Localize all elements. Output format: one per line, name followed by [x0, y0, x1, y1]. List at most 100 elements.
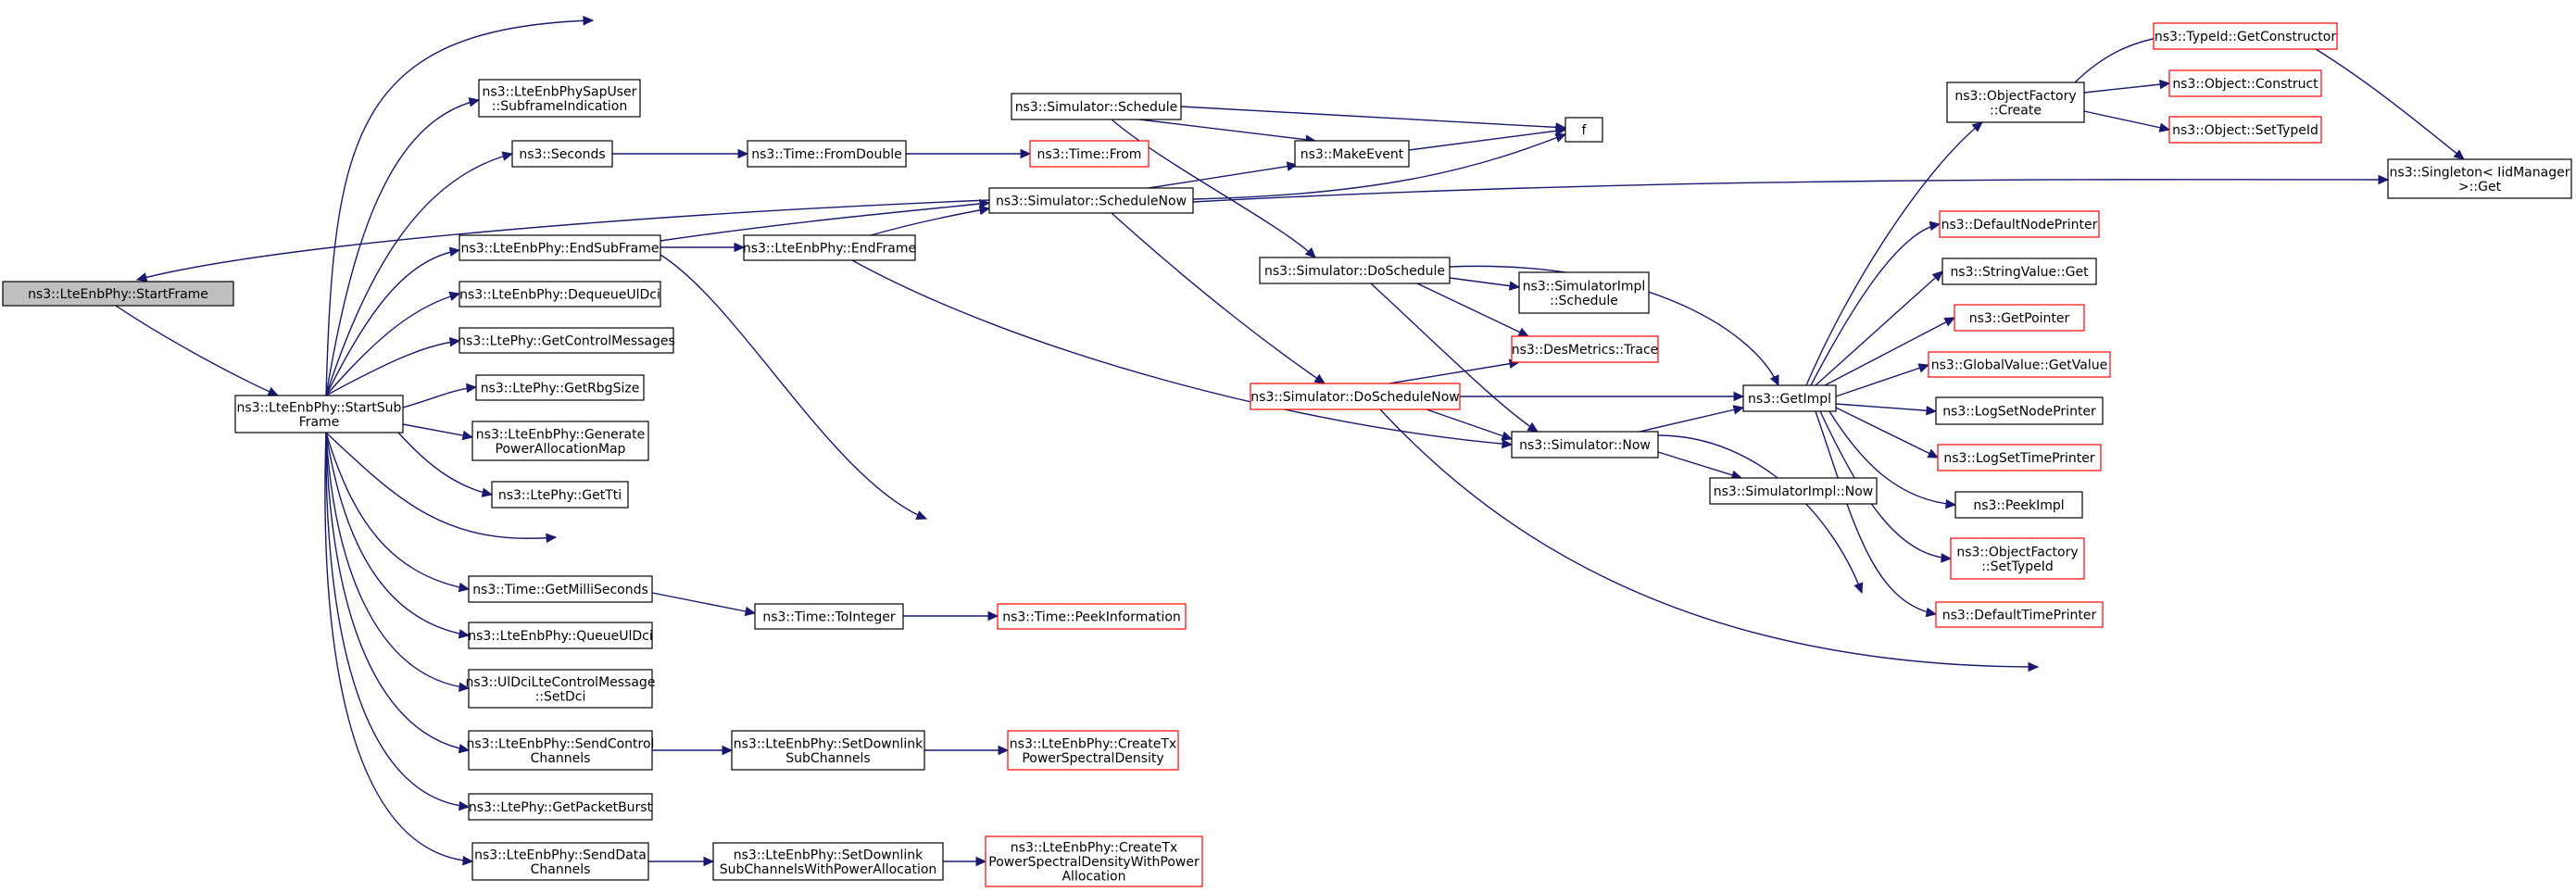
node-doschedulenow[interactable]: ns3::Simulator::DoScheduleNow	[1250, 383, 1461, 410]
edge-ss-genpow	[402, 423, 473, 438]
node-objectfactorycreate[interactable]: ns3::ObjectFactory::Create	[1946, 82, 2085, 123]
edge-arrowhead	[459, 800, 471, 811]
edge-arrowhead	[468, 97, 481, 107]
node-getconstructor[interactable]: ns3::TypeId::GetConstructor	[2153, 22, 2338, 50]
node-schedulenow[interactable]: ns3::Simulator::ScheduleNow	[988, 187, 1194, 214]
node-desmetricstrace[interactable]: ns3::DesMetrics::Trace	[1511, 335, 1659, 363]
node-generatepower[interactable]: ns3::LteEnbPhy::GeneratePowerAllocationM…	[471, 421, 649, 461]
node-getcontrolmessages[interactable]: ns3::LtePhy::GetControlMessages	[458, 327, 675, 354]
node-box	[997, 603, 1187, 630]
edge-gi-peek	[1828, 410, 1956, 506]
node-getpacketburst[interactable]: ns3::LtePhy::GetPacketBurst	[468, 793, 653, 821]
edge-ss-schedule	[325, 19, 594, 396]
node-box	[468, 793, 653, 821]
node-objectconstruct[interactable]: ns3::Object::Construct	[2168, 69, 2322, 97]
node-makeevent[interactable]: ns3::MakeEvent	[1294, 140, 1410, 168]
node-box	[1946, 82, 2085, 123]
edge-arrowhead	[1926, 405, 1938, 416]
node-queueuldci[interactable]: ns3::LteEnbPhy::QueueUlDci	[468, 622, 653, 649]
node-gettti[interactable]: ns3::LtePhy::GetTti	[491, 481, 629, 509]
edge-ss-burst	[325, 432, 470, 808]
node-setdci[interactable]: ns3::UlDciLteControlMessage::SetDci	[466, 669, 656, 709]
node-setdownlinkpower[interactable]: ns3::LteEnbPhy::SetDownlinkSubChannelsWi…	[712, 842, 944, 881]
node-label: ns3::Seconds	[519, 147, 605, 162]
node-objectfactorysettypeid[interactable]: ns3::ObjectFactory::SetTypeId	[1950, 537, 2085, 580]
edge-arrowhead	[458, 682, 471, 692]
node-logsetnodeprinter[interactable]: ns3::LogSetNodePrinter	[1935, 396, 2104, 425]
node-label: ns3::LteEnbPhy::EndSubFrame	[461, 242, 660, 257]
node-logsettimeprinter[interactable]: ns3::LogSetTimePrinter	[1937, 444, 2102, 471]
node-createtxpsdpower[interactable]: ns3::LteEnbPhy::CreateTxPowerSpectralDen…	[985, 835, 1203, 887]
node-label: Frame	[299, 415, 340, 430]
node-box	[1511, 431, 1659, 459]
node-label: ns3::LteEnbPhy::CreateTx	[1011, 841, 1177, 856]
node-getimpl[interactable]: ns3::GetImpl	[1742, 384, 1837, 412]
edge-arrowhead	[1527, 421, 1539, 433]
node-getmilliseconds[interactable]: ns3::Time::GetMilliSeconds	[468, 575, 653, 603]
node-objectsettypeid[interactable]: ns3::Object::SetTypeId	[2168, 116, 2322, 144]
node-label: ns3::Time::PeekInformation	[1002, 610, 1181, 625]
edge-arrowhead	[987, 610, 999, 622]
edge-arrowhead	[583, 16, 595, 26]
node-singletonget[interactable]: ns3::Singleton< IidManager >::Get	[2387, 158, 2572, 199]
node-peekinformation[interactable]: ns3::Time::PeekInformation	[997, 603, 1187, 630]
edge-arrowhead	[737, 148, 749, 159]
edge-arrowhead	[1554, 132, 1567, 143]
edge-ss-getctrl	[325, 340, 460, 396]
edge-arrowhead	[1943, 317, 1956, 327]
node-box	[985, 835, 1203, 887]
node-box	[2168, 69, 2322, 97]
node-getrbgsize[interactable]: ns3::LtePhy::GetRbgSize	[475, 374, 645, 401]
node-defaulttimeprinter[interactable]: ns3::DefaultTimePrinter	[1935, 601, 2104, 628]
edge-gi-lnp	[1835, 403, 1937, 412]
edge-sn-f	[1192, 133, 1566, 200]
node-label: >::Get	[2458, 180, 2502, 195]
node-label: ns3::DefaultTimePrinter	[1942, 609, 2097, 623]
node-box	[2168, 116, 2322, 144]
node-endsubframe[interactable]: ns3::LteEnbPhy::EndSubFrame	[459, 234, 661, 261]
edge-arrowhead	[458, 629, 471, 639]
node-simimplnow[interactable]: ns3::SimulatorImpl::Now	[1709, 477, 1878, 505]
node-label: ::SubframeIndication	[492, 99, 627, 114]
node-label: ns3::ObjectFactory	[1954, 89, 2076, 104]
node-label: ns3::Simulator::Now	[1519, 438, 1651, 453]
node-globalvaluegetvalue[interactable]: ns3::GlobalValue::GetValue	[1928, 351, 2111, 378]
node-endframe[interactable]: ns3::LteEnbPhy::EndFrame	[743, 234, 916, 261]
node-peekimpl[interactable]: ns3::PeekImpl	[1954, 491, 2083, 519]
node-label: ::Schedule	[1550, 294, 1618, 308]
node-simimplschedule[interactable]: ns3::SimulatorImpl::Schedule	[1518, 271, 1650, 314]
node-schedule[interactable]: ns3::Simulator::Schedule	[1011, 93, 1182, 120]
edge-ss-now	[325, 432, 557, 539]
node-box	[1950, 537, 2085, 580]
edge-arrowhead	[1925, 607, 1938, 618]
node-f[interactable]: f	[1564, 117, 1603, 143]
edge-gi-dnp	[1810, 223, 1941, 386]
node-fromdouble[interactable]: ns3::Time::FromDouble	[747, 140, 907, 168]
node-label: ns3::LteEnbPhy::DequeueUlDci	[459, 288, 660, 303]
node-stringvalueget[interactable]: ns3::StringValue::Get	[1941, 258, 2097, 285]
edge-dsn-singleton	[1379, 408, 2039, 668]
node-timefrom[interactable]: ns3::Time::From	[1029, 140, 1150, 168]
node-doschedule[interactable]: ns3::Simulator::DoSchedule	[1259, 257, 1451, 284]
node-label: Allocation	[1062, 870, 1125, 885]
edge-arrowhead	[979, 198, 991, 209]
node-box	[1928, 351, 2111, 378]
edge-now-getimpl	[1639, 407, 1744, 433]
node-sapuser[interactable]: ns3::LteEnbPhySapUser::SubframeIndicatio…	[478, 79, 641, 118]
node-defaultnodeprinter[interactable]: ns3::DefaultNodePrinter	[1939, 210, 2100, 238]
node-createtxpsd[interactable]: ns3::LteEnbPhy::CreateTxPowerSpectralDen…	[1007, 730, 1179, 771]
node-dequeueuldci[interactable]: ns3::LteEnbPhy::DequeueUlDci	[459, 281, 661, 308]
node-getpointer[interactable]: ns3::GetPointer	[1954, 304, 2085, 332]
node-box	[468, 622, 653, 649]
node-seconds[interactable]: ns3::Seconds	[511, 140, 613, 168]
node-simnow[interactable]: ns3::Simulator::Now	[1511, 431, 1659, 459]
node-startframe[interactable]: ns3::LteEnbPhy::StartFrame	[2, 281, 234, 307]
edge-arrowhead	[546, 533, 558, 544]
node-tointeger[interactable]: ns3::Time::ToInteger	[754, 603, 904, 630]
edge-arrowhead	[448, 291, 461, 301]
